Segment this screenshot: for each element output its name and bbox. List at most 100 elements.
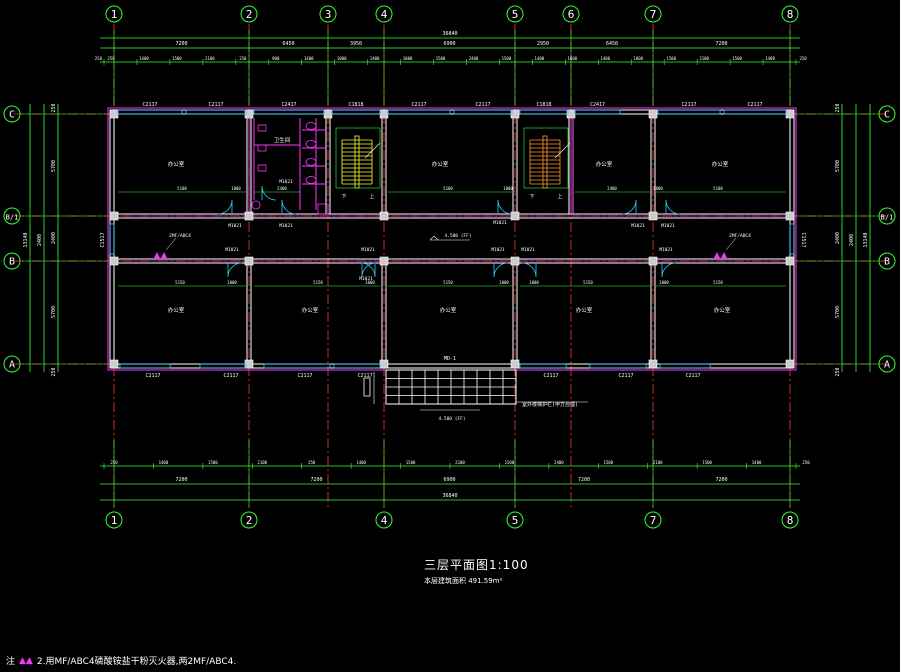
window-top xyxy=(453,109,513,115)
room-dim-text: 5100 xyxy=(177,186,187,191)
dim-text-side: 250 xyxy=(51,367,57,376)
dim-text-detail: 1400 xyxy=(765,56,775,61)
axis-label: 8 xyxy=(787,514,794,527)
window-label: C2117 xyxy=(685,373,700,379)
room-name-toilet: 卫生间 xyxy=(274,136,291,144)
window-bottom xyxy=(263,363,331,369)
axis-label: 1 xyxy=(111,8,118,21)
dim-text-detail: 250 xyxy=(799,56,807,61)
dim-text-bay: 7200 xyxy=(175,477,187,483)
door-swing xyxy=(621,199,637,215)
door-md-label: MD-1 xyxy=(444,356,456,362)
room-dim-text: 5150 xyxy=(175,280,185,285)
door-label: M1021 xyxy=(279,223,293,229)
axis-label: C xyxy=(884,110,890,121)
door-label: M1021 xyxy=(659,247,673,253)
room-name-office: 办公室 xyxy=(168,160,185,168)
window-label: C2117 xyxy=(357,373,372,379)
axis-bubble xyxy=(3,105,21,123)
footnote: 注 ▲▲ 2.用MF/ABC4磷酸铵盐干粉灭火器,两2MF/ABC4. xyxy=(6,654,237,668)
door-label: M1021 xyxy=(661,223,675,229)
dim-text-detail: 1500 xyxy=(436,56,446,61)
toilet-fixture xyxy=(305,176,317,184)
extinguisher-icon xyxy=(714,252,727,258)
axis-label: 4 xyxy=(381,514,388,527)
axis-bubble xyxy=(878,207,896,225)
axis-bubble xyxy=(781,5,799,23)
window-side xyxy=(109,223,115,255)
axis-bubble xyxy=(105,511,123,529)
room-name-office: 办公室 xyxy=(596,160,613,168)
dim-text-edge: 250 xyxy=(95,56,103,61)
dim-text-detail: 1500 xyxy=(603,460,613,465)
footnote-text: 2.用MF/ABC4磷酸铵盐干粉灭火器,两2MF/ABC4. xyxy=(36,657,237,667)
door-swing xyxy=(665,199,681,215)
window-bottom xyxy=(659,363,711,369)
dim-text-side: 13140 xyxy=(23,232,29,247)
axis-bubble xyxy=(375,511,393,529)
structural-column xyxy=(109,256,119,266)
door-label: M1021 xyxy=(359,276,373,282)
stair-label: 上 xyxy=(557,193,562,200)
window-top xyxy=(657,109,721,115)
dim-text-side: 13140 xyxy=(863,232,869,247)
dim-text-detail: 900 xyxy=(272,56,280,61)
axis-grid-lines xyxy=(14,24,886,508)
room-dim-text: 1000 xyxy=(653,186,663,191)
window-top xyxy=(331,109,381,115)
dim-text-bay: 3950 xyxy=(350,41,362,47)
window-top xyxy=(253,109,325,115)
door-label: M1021 xyxy=(491,247,505,253)
extinguisher-icon xyxy=(154,252,167,258)
door-swing xyxy=(497,199,513,215)
sink-fixture xyxy=(257,164,267,172)
door-label: M1021 xyxy=(521,247,535,253)
window-label: C1517 xyxy=(100,232,106,247)
stair-arrow xyxy=(364,142,381,159)
window-label: C1517 xyxy=(800,232,806,247)
door-swing xyxy=(361,262,377,278)
dim-text-side: 2400 xyxy=(849,234,855,246)
structural-column xyxy=(109,359,119,369)
axis-bubble xyxy=(3,252,21,270)
window-bottom xyxy=(519,363,567,369)
dim-text-bay: 7200 xyxy=(715,477,727,483)
window-label: C2117 xyxy=(681,102,696,108)
dim-text-detail: 250 xyxy=(107,56,115,61)
axis-label: 2 xyxy=(246,514,253,527)
axis-bubble xyxy=(240,511,258,529)
axis-label: B/1 xyxy=(6,214,19,222)
structural-column xyxy=(785,256,795,266)
room-name-office: 办公室 xyxy=(712,160,729,168)
dim-text-overall: 36840 xyxy=(442,493,457,499)
window-label: C2117 xyxy=(411,102,426,108)
dim-text-side: 2400 xyxy=(835,232,841,244)
dim-text-detail: 1400 xyxy=(356,460,366,465)
door-swing xyxy=(227,262,243,278)
room-dim-text: 1000 xyxy=(227,280,237,285)
stair-label: 上 xyxy=(369,193,374,200)
axis-label: 6 xyxy=(568,8,575,21)
room-name-office: 办公室 xyxy=(714,306,731,314)
room-name-office: 办公室 xyxy=(168,306,185,314)
stair-arrow xyxy=(554,142,571,159)
window-label: C2417 xyxy=(590,102,605,108)
axis-label: C xyxy=(9,110,15,121)
axis-label: 5 xyxy=(512,514,519,527)
window-label: C2117 xyxy=(297,373,312,379)
extinguisher-icon: ▲▲ xyxy=(19,655,33,666)
room-dim-text: 5100 xyxy=(713,186,723,191)
toilet-fixture xyxy=(305,122,317,130)
entrance-post xyxy=(363,377,371,397)
axis-bubble xyxy=(506,5,524,23)
door-swing xyxy=(281,199,297,215)
structural-column xyxy=(323,109,333,119)
structural-column xyxy=(510,211,520,221)
extinguisher-label: 2MF/ABC4 xyxy=(169,233,191,239)
dim-text-detail: 2400 xyxy=(469,56,479,61)
window-label: C1818 xyxy=(536,102,551,108)
room-dim-text: 2400 xyxy=(277,186,287,191)
